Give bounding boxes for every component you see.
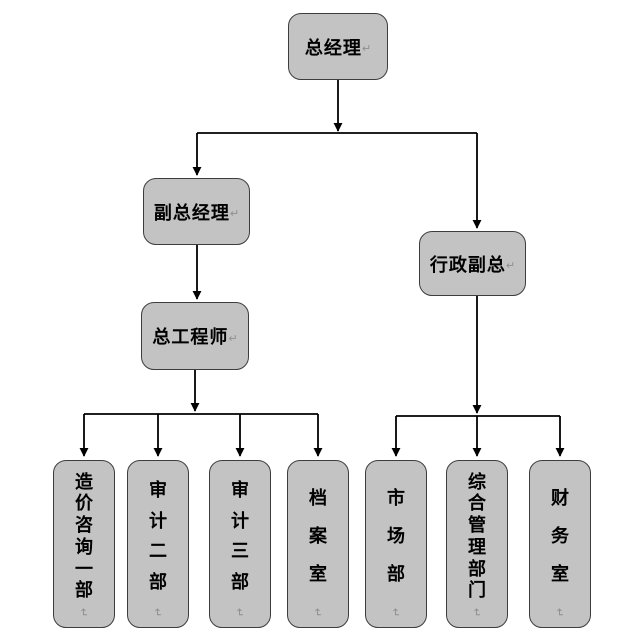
node-label: 档案室 bbox=[309, 488, 327, 584]
paragraph-mark-icon: ↵ bbox=[228, 332, 238, 345]
node-marketing-dept[interactable]: 市场部 ↵ bbox=[365, 460, 427, 628]
node-archive-room[interactable]: 档案室 ↵ bbox=[287, 460, 349, 628]
paragraph-mark-icon: ↵ bbox=[77, 607, 90, 618]
node-label: 总经理 bbox=[304, 37, 362, 58]
node-audit-dept-3[interactable]: 审计三部 ↵ bbox=[209, 460, 271, 628]
node-deputy-general-manager[interactable]: 副总经理 ↵ bbox=[143, 178, 250, 245]
node-general-management-dept[interactable]: 综合管理部门 ↵ bbox=[446, 460, 508, 628]
paragraph-mark-icon: ↵ bbox=[505, 260, 516, 272]
node-label: 造价咨询一部 bbox=[75, 471, 93, 601]
node-label: 审计三部 bbox=[231, 480, 249, 592]
paragraph-mark-icon: ↵ bbox=[553, 607, 566, 618]
paragraph-mark-icon: ↵ bbox=[229, 208, 240, 220]
node-chief-engineer[interactable]: 总工程师 ↵ bbox=[141, 302, 249, 370]
node-label: 审计二部 bbox=[149, 480, 167, 592]
node-label: 总工程师 bbox=[152, 327, 229, 347]
paragraph-mark-icon: ↵ bbox=[389, 607, 402, 618]
node-label: 行政副总 bbox=[429, 254, 506, 275]
node-finance-room[interactable]: 财务室 ↵ bbox=[529, 460, 591, 628]
node-label: 财务室 bbox=[551, 488, 569, 584]
node-audit-dept-2[interactable]: 审计二部 ↵ bbox=[127, 460, 189, 628]
paragraph-mark-icon: ↵ bbox=[470, 607, 483, 618]
node-general-manager[interactable]: 总经理 ↵ bbox=[288, 13, 388, 80]
node-admin-vice-president[interactable]: 行政副总 ↵ bbox=[419, 231, 526, 296]
node-cost-consulting-dept-1[interactable]: 造价咨询一部 ↵ bbox=[53, 460, 115, 628]
node-label: 市场部 bbox=[387, 488, 405, 584]
node-label: 综合管理部门 bbox=[468, 471, 486, 601]
paragraph-mark-icon: ↵ bbox=[233, 607, 246, 618]
node-label: 副总经理 bbox=[153, 202, 230, 223]
paragraph-mark-icon: ↵ bbox=[311, 607, 324, 618]
paragraph-mark-icon: ↵ bbox=[361, 43, 372, 55]
paragraph-mark-icon: ↵ bbox=[151, 607, 164, 618]
